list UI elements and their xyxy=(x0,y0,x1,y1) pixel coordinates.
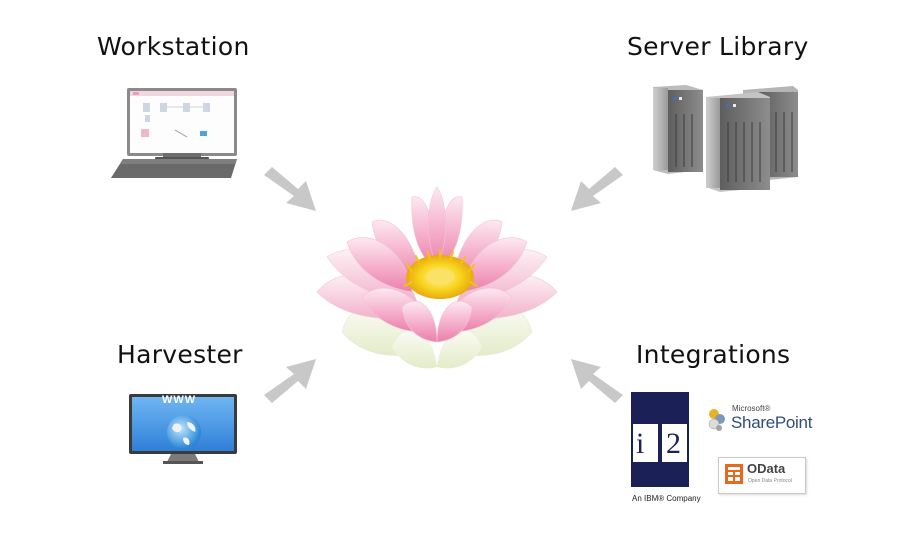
odata-icon xyxy=(725,464,743,484)
workstation-icon xyxy=(111,88,237,178)
i2-logo: i 2 xyxy=(631,392,689,487)
odata-logo: OData Open Data Protocol xyxy=(718,457,806,494)
sharepoint-name: SharePoint xyxy=(731,413,813,432)
odata-subtitle: Open Data Protocol xyxy=(748,478,792,484)
arrow-icon xyxy=(264,359,316,403)
sharepoint-logo: Microsoft® SharePoint xyxy=(703,401,821,441)
i2-letter-2: 2 xyxy=(666,427,681,460)
workstation-label: Workstation xyxy=(97,32,250,61)
odata-name: OData xyxy=(747,461,786,476)
arrow-icon xyxy=(264,167,316,211)
server-icon xyxy=(653,85,798,192)
globe-monitor-icon xyxy=(129,394,237,464)
i2-letter-i: i xyxy=(636,427,645,460)
integrations-label: Integrations xyxy=(636,340,791,369)
arrow-icon xyxy=(571,167,623,211)
arrow-icon xyxy=(571,359,623,403)
www-text: WWW xyxy=(162,394,197,406)
i2-tagline: An IBM® Company xyxy=(632,494,701,503)
harvester-label: Harvester xyxy=(117,340,243,369)
server-library-label: Server Library xyxy=(627,32,809,61)
sharepoint-prefix: Microsoft® xyxy=(732,404,771,413)
sharepoint-icon xyxy=(708,409,725,431)
lotus-flower xyxy=(316,186,558,369)
